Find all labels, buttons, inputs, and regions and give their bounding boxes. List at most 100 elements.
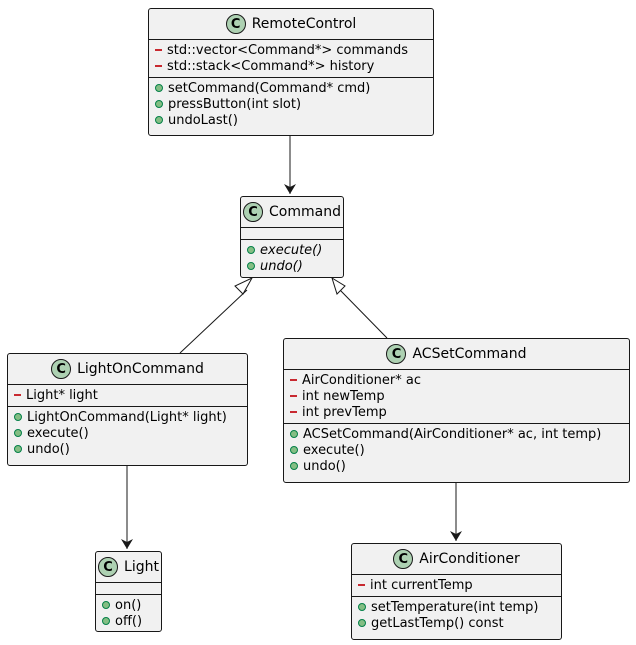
public-marker-icon — [155, 116, 163, 124]
class-airconditioner[interactable]: C AirConditioner int currentTemp setTempera… — [351, 543, 562, 640]
class-light[interactable]: C Light on()off() — [95, 551, 162, 632]
field-text: AirConditioner* ac — [302, 372, 421, 388]
field-text: int newTemp — [302, 388, 385, 404]
method-row[interactable]: undo() — [14, 441, 241, 457]
private-marker-icon — [358, 584, 365, 586]
method-text: setTemperature(int temp) — [371, 599, 539, 615]
class-name: Light — [124, 559, 159, 575]
private-marker-icon — [155, 65, 162, 67]
field-row[interactable]: int currentTemp — [358, 577, 555, 593]
inherit-arrow-acsetcommand — [331, 276, 346, 295]
class-icon: C — [51, 359, 72, 379]
method-text: undo() — [260, 258, 303, 274]
method-row[interactable]: LightOnCommand(Light* light) — [14, 409, 241, 425]
public-marker-icon — [290, 430, 298, 438]
class-icon: C — [386, 344, 407, 364]
field-row[interactable]: std::stack<Command*> history — [155, 58, 427, 74]
class-name: RemoteControl — [251, 16, 357, 32]
class-header: C ACSetCommand — [284, 339, 629, 370]
method-text: undoLast() — [168, 112, 238, 128]
class-header: C RemoteControl — [149, 9, 433, 40]
field-row[interactable]: AirConditioner* ac — [290, 372, 623, 388]
class-header: C AirConditioner — [352, 544, 561, 575]
methods-section: setTemperature(int temp)getLastTemp() co… — [352, 597, 561, 634]
method-text: execute() — [27, 425, 89, 441]
method-text: execute() — [260, 242, 323, 258]
class-header: C LightOnCommand — [8, 354, 247, 385]
public-marker-icon — [247, 262, 255, 270]
field-row[interactable]: Light* light — [14, 387, 241, 403]
field-text: std::vector<Command*> commands — [167, 42, 409, 58]
field-text: std::stack<Command*> history — [167, 58, 375, 74]
public-marker-icon — [14, 429, 22, 437]
method-text: LightOnCommand(Light* light) — [27, 409, 227, 425]
class-name: Command — [269, 204, 341, 220]
public-marker-icon — [290, 446, 298, 454]
method-text: getLastTemp() const — [371, 615, 504, 631]
method-text: undo() — [27, 441, 70, 457]
method-row[interactable]: execute() — [247, 242, 337, 258]
private-marker-icon — [14, 394, 21, 396]
field-text: int currentTemp — [370, 577, 473, 593]
method-text: undo() — [303, 458, 346, 474]
public-marker-icon — [358, 603, 366, 611]
method-row[interactable]: undoLast() — [155, 112, 427, 128]
method-row[interactable]: on() — [102, 597, 155, 613]
field-text: int prevTemp — [302, 404, 387, 420]
public-marker-icon — [155, 84, 163, 92]
class-name: ACSetCommand — [412, 346, 527, 362]
field-row[interactable]: int prevTemp — [290, 404, 623, 420]
method-text: pressButton(int slot) — [168, 96, 302, 112]
public-marker-icon — [358, 619, 366, 627]
class-icon: C — [393, 549, 414, 569]
method-row[interactable]: undo() — [247, 258, 337, 274]
public-marker-icon — [102, 601, 110, 609]
method-row[interactable]: pressButton(int slot) — [155, 96, 427, 112]
public-marker-icon — [155, 100, 163, 108]
class-name: AirConditioner — [419, 551, 520, 567]
public-marker-icon — [290, 462, 298, 470]
field-text: Light* light — [26, 387, 98, 403]
method-row[interactable]: undo() — [290, 458, 623, 474]
method-text: execute() — [303, 442, 365, 458]
method-row[interactable]: execute() — [290, 442, 623, 458]
inherit-arrow-lightoncommand — [234, 276, 254, 295]
fields-section — [241, 228, 343, 240]
method-text: off() — [115, 613, 143, 629]
public-marker-icon — [14, 413, 22, 421]
edge-acsetcommand-command — [339, 289, 388, 339]
private-marker-icon — [155, 49, 162, 51]
method-row[interactable]: execute() — [14, 425, 241, 441]
method-text: setCommand(Command* cmd) — [168, 80, 371, 96]
method-row[interactable]: setTemperature(int temp) — [358, 599, 555, 615]
class-icon: C — [98, 557, 119, 577]
methods-section: execute()undo() — [241, 240, 343, 277]
methods-section: on()off() — [96, 595, 161, 632]
method-row[interactable]: setCommand(Command* cmd) — [155, 80, 427, 96]
method-text: ACSetCommand(AirConditioner* ac, int tem… — [303, 426, 602, 442]
methods-section: LightOnCommand(Light* light)execute()und… — [8, 407, 247, 460]
method-row[interactable]: ACSetCommand(AirConditioner* ac, int tem… — [290, 426, 623, 442]
method-text: on() — [115, 597, 142, 613]
methods-section: ACSetCommand(AirConditioner* ac, int tem… — [284, 424, 629, 477]
class-icon: C — [225, 14, 246, 34]
field-row[interactable]: std::vector<Command*> commands — [155, 42, 427, 58]
public-marker-icon — [102, 617, 110, 625]
fields-section — [96, 583, 161, 595]
method-row[interactable]: getLastTemp() const — [358, 615, 555, 631]
private-marker-icon — [290, 379, 297, 381]
method-row[interactable]: off() — [102, 613, 155, 629]
private-marker-icon — [290, 395, 297, 397]
field-row[interactable]: int newTemp — [290, 388, 623, 404]
class-name: LightOnCommand — [77, 361, 204, 377]
fields-section: int currentTemp — [352, 575, 561, 597]
